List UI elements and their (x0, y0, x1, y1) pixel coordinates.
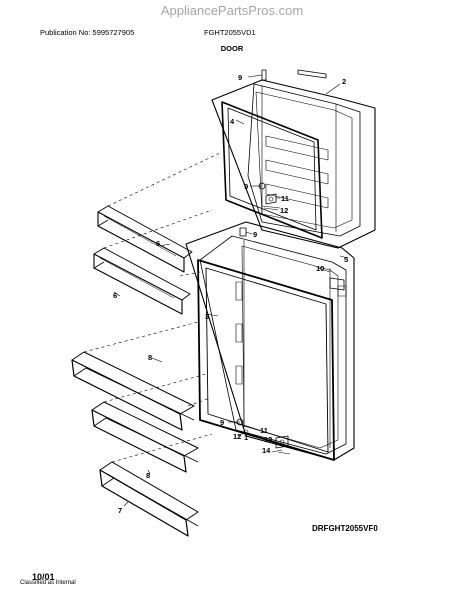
callout-12: 12 (233, 432, 241, 441)
model-number: FGHT2055VD1 (204, 28, 256, 37)
callout-11: 11 (260, 426, 268, 435)
callout-9: 9 (253, 230, 257, 239)
callout-6: 6 (113, 291, 117, 300)
leader-lines (113, 74, 349, 507)
callout-8: 8 (148, 353, 152, 362)
section-title: DOOR (220, 44, 244, 53)
callout-9: 9 (238, 73, 242, 82)
callout-6: 6 (156, 239, 160, 248)
watermark: AppliancePartsPros.com (160, 3, 304, 18)
fresh-food-gasket-part-3 (197, 259, 335, 461)
callout-9: 9 (244, 182, 248, 191)
callout-5: 5 (344, 255, 348, 264)
callout-1: 1 (244, 433, 248, 442)
door-shelf-part-6-upper (97, 205, 193, 273)
door-bin-part-8-lower (91, 401, 199, 473)
diagram-code: DRFGHT2055VF0 (312, 524, 378, 533)
door-shelf-part-6-lower (93, 247, 191, 315)
fresh-food-door-part-5 (185, 221, 355, 461)
callout-labels: 9 2 4 9 11 12 9 10 5 3 9 12 1 11 13 14 6… (113, 73, 348, 515)
callout-12: 12 (280, 206, 288, 215)
assembly-lines (83, 151, 223, 463)
fresh-food-hinge-parts (236, 418, 291, 455)
callout-3: 3 (205, 312, 209, 321)
callout-8: 8 (146, 471, 150, 480)
classification-note: Classified as Internal (20, 580, 76, 586)
door-bin-part-8-upper (71, 351, 195, 431)
callout-10: 10 (316, 264, 324, 273)
publication-number: Publication No: 5995727905 (40, 28, 135, 37)
callout-11: 11 (281, 194, 289, 203)
callout-4: 4 (230, 117, 235, 126)
page-number: 10/01 (32, 572, 55, 582)
callout-13: 13 (264, 435, 272, 444)
freezer-gasket-part-4 (221, 101, 323, 239)
door-bin-part-7 (99, 461, 199, 537)
callout-9: 9 (220, 418, 224, 427)
callout-7: 7 (118, 506, 122, 515)
callout-2: 2 (342, 77, 346, 86)
callout-14: 14 (262, 446, 271, 455)
